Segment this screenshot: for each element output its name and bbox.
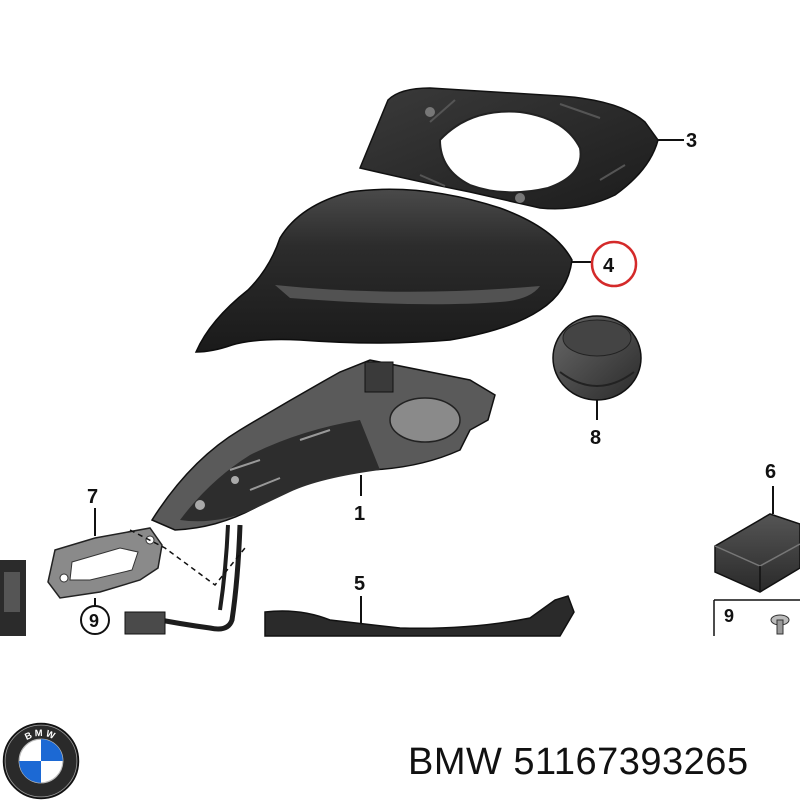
callout-1: 1 [354, 475, 365, 525]
logo-text: BMW [23, 728, 56, 742]
callout-9-left: 9 [80, 598, 110, 635]
callout-6-label: 6 [765, 461, 776, 483]
edge-part-fragment [0, 560, 26, 636]
part-5-lower-trim [264, 595, 575, 637]
callout-5-label: 5 [354, 573, 365, 595]
cable-harness [124, 524, 243, 635]
part-4-mirror-cover [194, 188, 573, 353]
leader-dashed-7 [129, 529, 246, 587]
part-8-mirror-motor [552, 315, 642, 401]
callout-3: 3 [658, 130, 697, 152]
callout-4-label: 4 [603, 255, 615, 277]
svg-text:BMW: BMW [23, 728, 58, 742]
callout-9-right-label: 9 [724, 606, 734, 626]
callout-3-label: 3 [686, 130, 697, 152]
part-number-caption: BMW 51167393265 [408, 741, 749, 783]
callout-7: 7 [87, 486, 98, 536]
callout-8-label: 8 [590, 427, 601, 449]
callout-4: 4 [572, 240, 638, 288]
callout-8: 8 [590, 400, 601, 449]
callout-6: 6 [765, 461, 776, 514]
part-3-housing-frame [358, 87, 659, 210]
callout-7-label: 7 [87, 486, 98, 508]
connector [124, 611, 166, 635]
part-6-unit [714, 513, 800, 593]
part-1-mirror-base [150, 359, 496, 531]
part-9-inset: 9 [713, 599, 800, 636]
callout-9-left-label: 9 [89, 611, 99, 631]
part-7-gasket [47, 527, 163, 599]
highlight-circle [590, 240, 638, 288]
bmw-logo: BMW [2, 722, 80, 800]
callout-1-label: 1 [354, 503, 365, 525]
callout-5: 5 [354, 573, 365, 624]
